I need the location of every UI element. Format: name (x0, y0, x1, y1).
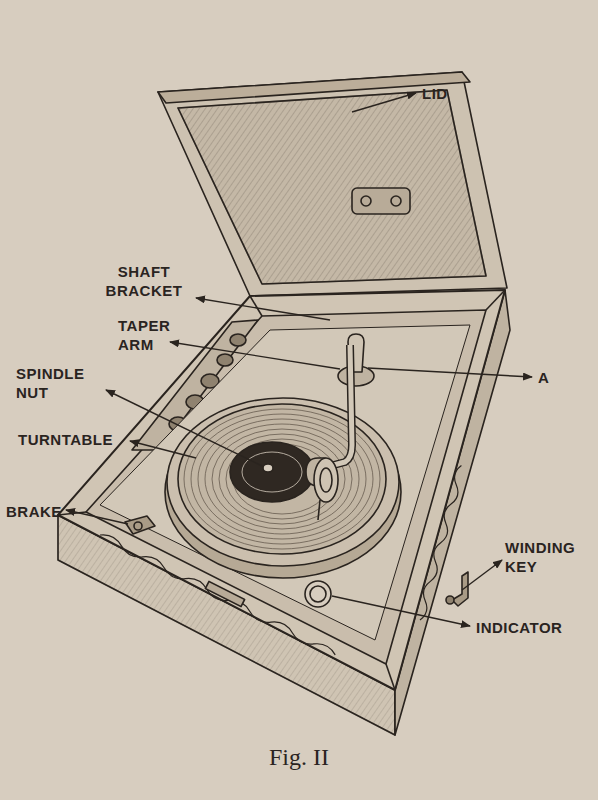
part-label: SHAFT BRACKET (96, 262, 192, 300)
figure-caption: Fig. II (269, 744, 329, 771)
part-label: TURNTABLE (18, 430, 130, 449)
part-label: SPINDLE NUT (16, 364, 108, 402)
part-label: TAPER ARM (118, 316, 192, 354)
part-label: INDICATOR (476, 618, 594, 637)
part-label: A (538, 368, 568, 387)
part-label: BRAKE (6, 502, 66, 521)
leader-lines (66, 93, 532, 626)
part-label: LID (422, 84, 482, 103)
part-label: WINDING KEY (505, 538, 591, 576)
